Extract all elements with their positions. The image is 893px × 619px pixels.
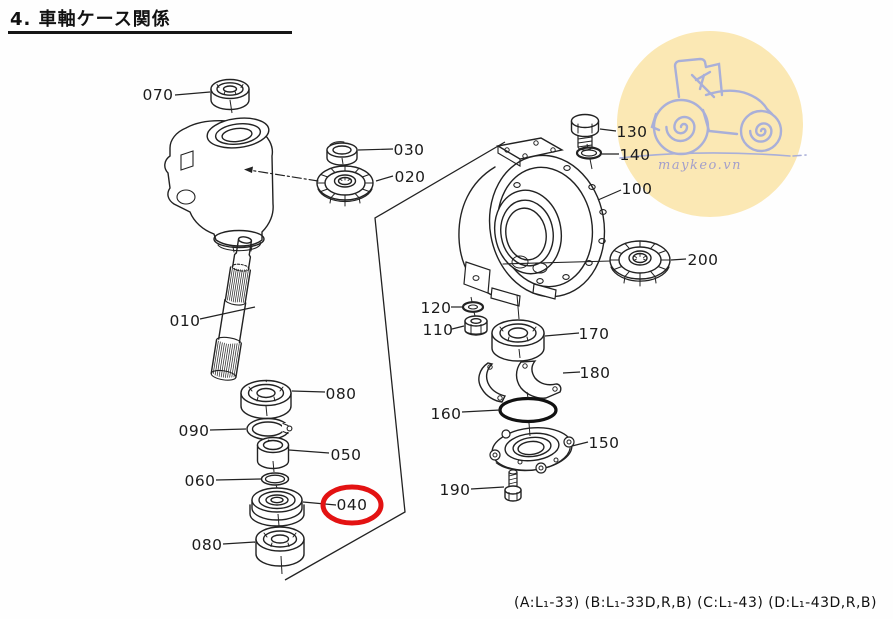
callout-160: 160: [430, 405, 461, 423]
part-axle-shaft-010: [210, 236, 253, 381]
callout-120: 120: [420, 299, 451, 317]
part-axle-case-housing: [164, 117, 274, 253]
callout-110: 110: [422, 321, 453, 339]
part-o-ring-160: [498, 396, 558, 424]
callout-080-lower: 080: [191, 536, 222, 554]
callout-130: 130: [616, 123, 647, 141]
part-bolt-190: [504, 469, 522, 502]
callout-180: 180: [579, 364, 610, 382]
assembly-axis-ticks: [229, 99, 593, 575]
title-underline: [8, 31, 292, 34]
assembly-arrow: [244, 166, 319, 182]
part-bearing-080-upper: [240, 379, 292, 420]
callout-040: 040: [336, 496, 367, 514]
leader-lines: [174, 91, 687, 545]
callout-010: 010: [169, 312, 200, 330]
part-collar-030: [326, 141, 358, 166]
part-bevel-gear-020: [316, 165, 374, 207]
callout-020: 020: [394, 168, 425, 186]
callout-050: 050: [330, 446, 361, 464]
callout-190: 190: [439, 481, 470, 499]
part-bearing-070: [210, 78, 250, 111]
callout-100: 100: [621, 180, 652, 198]
page-title: 4. 車軸ケース関係: [10, 9, 171, 30]
part-nut-110: [464, 315, 488, 336]
callout-170: 170: [578, 325, 609, 343]
part-o-ring-060: [260, 472, 290, 486]
part-bearing-170: [491, 319, 545, 362]
callout-060: 060: [184, 472, 215, 490]
callout-140: 140: [619, 146, 650, 164]
highlight-circle-040: [320, 484, 384, 526]
part-retainer-clips-180: [478, 360, 562, 403]
callout-200: 200: [687, 251, 718, 269]
model-applicability-note: (A:L₁-33) (B:L₁-33D,R,B) (C:L₁-43) (D:L₁…: [513, 595, 877, 611]
part-washer-120: [461, 301, 485, 313]
part-bearing-080-lower: [255, 526, 305, 567]
part-bevel-gear-200: [609, 240, 671, 287]
watermark: maykeo.vn: [617, 31, 807, 217]
callout-labels: 070 030 020 010 080 090 050 060 040 080 …: [142, 86, 718, 554]
part-collar-050: [256, 436, 290, 470]
part-plug-bolt-130: [570, 113, 600, 151]
part-oil-seal-040: [249, 487, 305, 527]
tractor-icon: [619, 57, 807, 159]
callout-070: 070: [142, 86, 173, 104]
part-bearing-cover-150: [489, 427, 575, 474]
callout-030: 030: [393, 141, 424, 159]
callout-150: 150: [588, 434, 619, 452]
part-o-ring-140: [575, 146, 603, 160]
watermark-text: maykeo.vn: [658, 158, 742, 173]
part-axle-case-100: [458, 137, 612, 307]
watermark-circle: [617, 31, 803, 217]
callout-090: 090: [178, 422, 209, 440]
part-snap-ring-090: [246, 417, 294, 441]
section-boundary-line: [284, 141, 506, 581]
callout-080-upper: 080: [325, 385, 356, 403]
